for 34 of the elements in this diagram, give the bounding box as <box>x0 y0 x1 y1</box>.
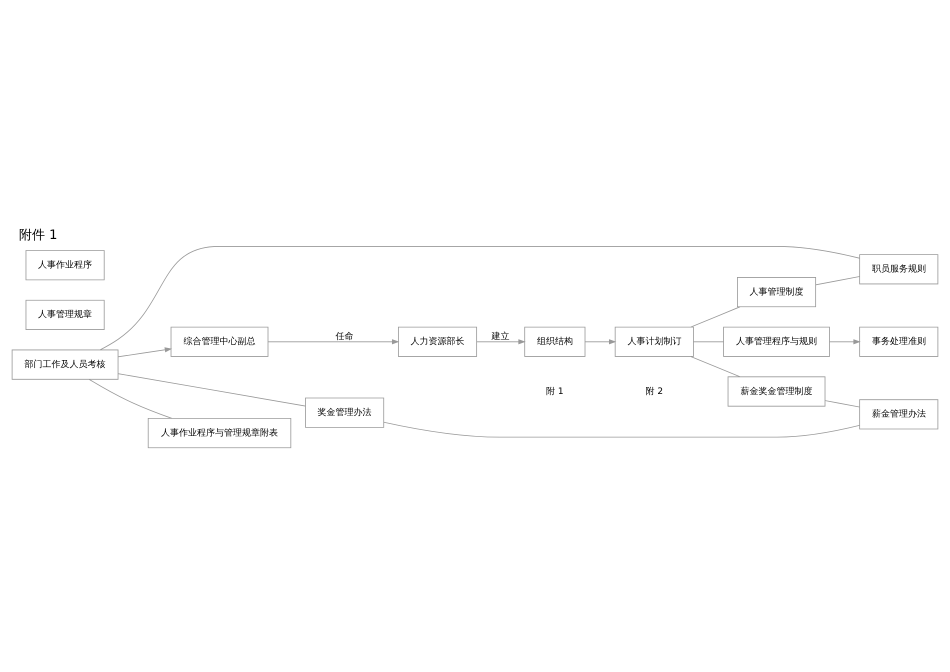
diagram-title: 附件 1 <box>18 227 58 242</box>
node-label: 附 1 <box>546 386 564 396</box>
connector <box>693 340 724 342</box>
node-box: 人事管理制度 <box>737 276 816 307</box>
connector <box>824 400 860 407</box>
arrow <box>268 338 400 344</box>
arrow <box>476 338 526 344</box>
edge-label: 建立 <box>492 332 510 342</box>
arrow <box>584 338 616 344</box>
node-box: 人力资源部长 <box>398 326 478 356</box>
arrow <box>829 338 861 344</box>
edge-label: 任命 <box>336 332 354 342</box>
connector <box>690 356 740 377</box>
node-box: 组织结构 <box>524 326 586 356</box>
connector <box>690 306 740 327</box>
connector <box>815 276 860 285</box>
connector <box>118 372 306 406</box>
node-box: 人事管理规章 <box>26 299 105 330</box>
node-label: 附 2 <box>646 386 664 396</box>
connector <box>383 421 860 438</box>
node-box: 部门工作及人员考核 <box>12 349 118 380</box>
connector <box>88 378 172 418</box>
connector <box>100 246 860 350</box>
arrow <box>118 346 172 357</box>
node-box: 人事计划制订 <box>614 326 694 356</box>
node-box: 人事管理程序与规则 <box>723 326 830 356</box>
node-box: 奖金管理办法 <box>305 397 384 428</box>
node-box: 人事作业程序与管理规章附表 <box>148 418 292 448</box>
node-box: 人事作业程序 <box>26 250 105 280</box>
node-box: 职员服务规则 <box>859 254 938 284</box>
node-box: 薪金管理办法 <box>859 398 938 429</box>
node-box: 事务处理准则 <box>859 326 938 356</box>
node-box: 综合管理中心副总 <box>170 326 268 356</box>
node-box: 薪金奖金管理制度 <box>728 376 826 406</box>
